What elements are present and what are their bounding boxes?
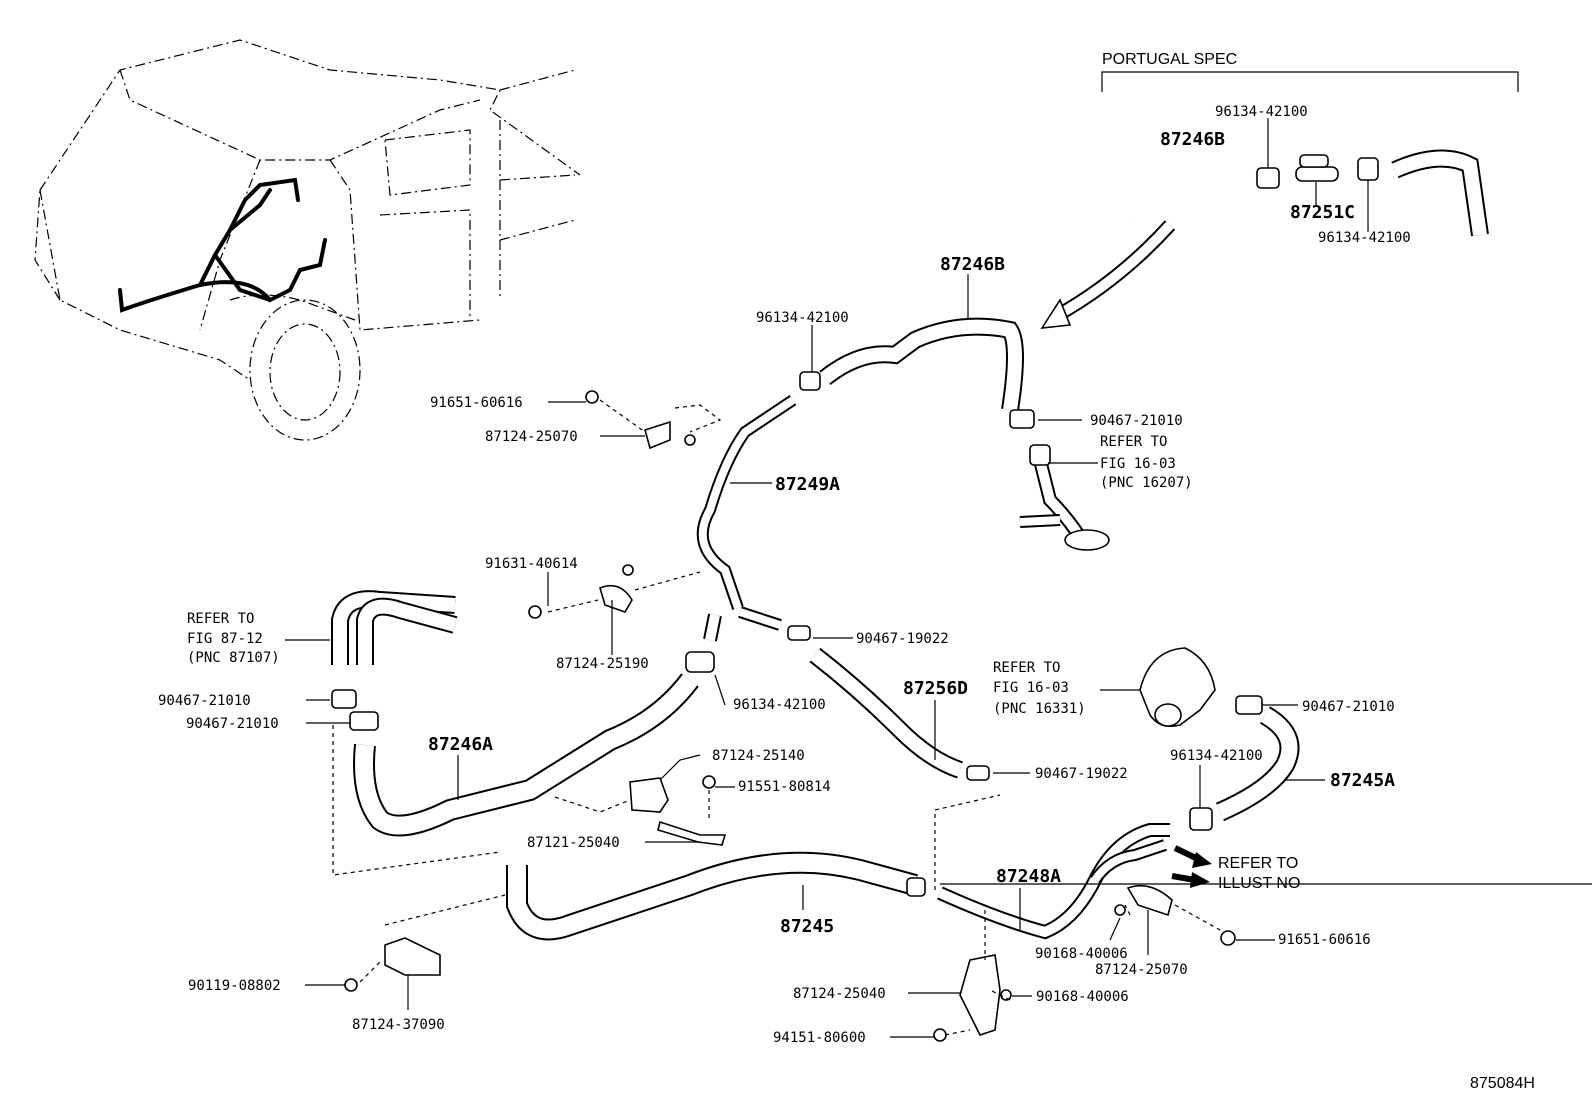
part-number-label: 90467-21010 [1302, 699, 1395, 715]
part-number-label: 96134-42100 [1318, 230, 1411, 246]
portugal-spec-group: PORTUGAL SPEC [1040, 51, 1519, 329]
part-number-label: 94151-80600 [773, 1030, 866, 1046]
part-number-label: 90467-19022 [1035, 766, 1128, 782]
part-number-label: 87246B [940, 254, 1005, 275]
part-number-label: 87245 [780, 916, 834, 937]
arrow-icon [1192, 852, 1212, 868]
hose-clamp-icon [685, 651, 715, 673]
reference-label: FIG 87-12 [187, 631, 263, 647]
part-number-label: 87248A [996, 866, 1061, 887]
nut-icon [933, 1028, 947, 1042]
reference-label: (PNC 87107) [187, 650, 280, 666]
reference-label: FIG 16-03 [1100, 456, 1176, 472]
vehicle-illustration [34, 39, 581, 441]
bracket-icon [959, 954, 1001, 1036]
part-number-label: 87124-25070 [485, 429, 578, 445]
hose-clamp-icon [1256, 167, 1280, 189]
part-number-label: 90168-40006 [1035, 946, 1128, 962]
bracket-icon [1126, 884, 1173, 917]
part-number-label: 90467-19022 [856, 631, 949, 647]
part-number-label: 90119-08802 [188, 978, 281, 994]
part-number-label: 91551-80814 [738, 779, 831, 795]
bolt-icon [1114, 904, 1126, 916]
part-number-label: 90467-21010 [1090, 413, 1183, 429]
hose-clamp-icon [787, 625, 811, 641]
small-parts [331, 371, 1592, 1042]
reference-label: (PNC 16207) [1100, 475, 1193, 491]
bolt-icon [1000, 989, 1012, 1001]
clip-icon [599, 584, 633, 613]
part-number-label: 87246B [1160, 129, 1225, 150]
arrow-icon [1040, 298, 1072, 329]
part-number-label: 87121-25040 [527, 835, 620, 851]
leader-lines [285, 274, 1325, 1038]
hose-clamp-icon [1009, 409, 1035, 429]
part-number-label: 87124-25190 [556, 656, 649, 672]
part-number-label: 87124-25040 [793, 986, 886, 1002]
part-number-label: 87124-37090 [352, 1017, 445, 1033]
hose-clamp-icon [349, 711, 379, 731]
part-number-label: 96134-42100 [1215, 104, 1308, 120]
part-number-label: 96134-42100 [733, 697, 826, 713]
part-number-label: 87124-25070 [1095, 962, 1188, 978]
hose-clamp-icon [906, 877, 926, 897]
bracket-icon [384, 937, 441, 976]
bracket-icon [644, 420, 671, 450]
reference-label: REFER TO [1100, 434, 1167, 450]
bolt-icon [702, 775, 716, 789]
figure-code: 875084H [1470, 1075, 1535, 1092]
bolt-icon [528, 605, 542, 619]
hose-clamp-icon [1189, 807, 1213, 831]
part-number-label: 90467-21010 [158, 693, 251, 709]
part-number-label: 90467-21010 [186, 716, 279, 732]
assembly-lines [332, 399, 1221, 1036]
part-labels: 96134-42100 87246B 87251C 96134-42100 87… [158, 104, 1535, 1092]
hose-clamp-icon [799, 371, 821, 391]
reference-label: ILLUST NO [1218, 875, 1300, 892]
clip-icon [629, 777, 669, 813]
part-number-label: 96134-42100 [756, 310, 849, 326]
reference-label: REFER TO [187, 611, 254, 627]
part-number-label: 90168-40006 [1036, 989, 1129, 1005]
part-number-label: 87251C [1290, 202, 1355, 223]
part-number-label: 87245A [1330, 770, 1395, 791]
bolt-icon [622, 564, 634, 576]
part-number-label: 87249A [775, 474, 840, 495]
hose-clamp-icon [1357, 157, 1379, 181]
arrow-icon [1190, 872, 1210, 888]
reference-label: REFER TO [993, 660, 1060, 676]
reference-label: FIG 16-03 [993, 680, 1069, 696]
hoses [331, 317, 1300, 941]
bolt-icon [344, 978, 358, 992]
reference-label: REFER TO [1218, 855, 1298, 872]
part-number-label: 87256D [903, 678, 968, 699]
hose-clamp-icon [331, 689, 357, 709]
part-number-label: 87246A [428, 734, 493, 755]
part-number-label: 91631-40614 [485, 556, 578, 572]
part-number-label: 91651-60616 [430, 395, 523, 411]
hose-clamp-icon [1235, 695, 1263, 715]
bolt-icon [684, 434, 696, 446]
pipe-fitting-icon [1295, 166, 1339, 182]
hose-clamp-icon [966, 765, 990, 781]
reference-label: (PNC 16331) [993, 701, 1086, 717]
portugal-spec-label: PORTUGAL SPEC [1102, 51, 1237, 68]
part-number-label: 96134-42100 [1170, 748, 1263, 764]
bracket-icon [657, 820, 727, 846]
part-number-label: 91651-60616 [1278, 932, 1371, 948]
bolt-icon [1220, 930, 1236, 946]
part-number-label: 87124-25140 [712, 748, 805, 764]
bolt-icon [585, 390, 599, 404]
